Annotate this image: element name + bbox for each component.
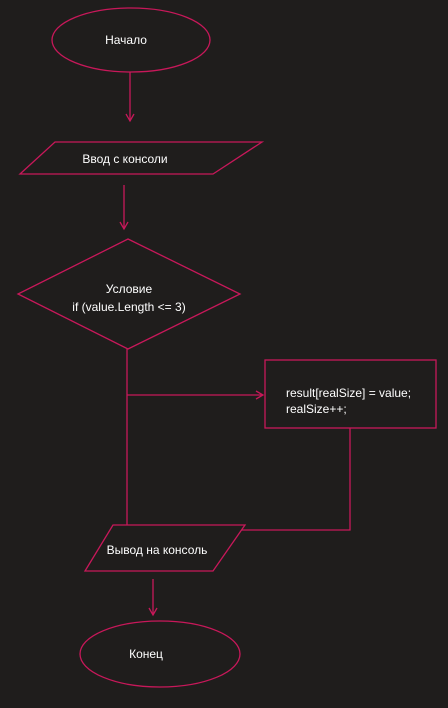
input-parallelogram (18, 141, 265, 175)
process-rect (264, 359, 437, 429)
end-ellipse (79, 620, 241, 688)
arrow-condition-to-process (127, 390, 265, 400)
process-label-line2: realSize++; (286, 402, 347, 416)
start-node: Начало (51, 7, 211, 73)
start-label: Начало (105, 33, 147, 47)
process-label-line1: result[realSize] = value; (286, 386, 411, 400)
arrow-input-to-condition (119, 185, 129, 231)
end-label: Конец (129, 647, 163, 661)
condition-label-line2: if (value.Length <= 3) (72, 300, 185, 314)
input-node: Ввод с консоли (18, 141, 265, 175)
condition-label-line1: Условие (106, 282, 153, 296)
input-label: Ввод с консоли (82, 152, 167, 166)
arrow-start-to-input (125, 72, 135, 123)
arrow-output-to-end (148, 579, 158, 617)
end-node: Конец (79, 620, 241, 688)
output-node: Вывод на консоль (83, 524, 247, 572)
condition-diamond (16, 238, 242, 350)
start-ellipse (51, 7, 211, 73)
line-process-to-output (236, 428, 351, 531)
output-label: Вывод на консоль (107, 543, 208, 557)
output-parallelogram (83, 524, 247, 572)
condition-node: Условие if (value.Length <= 3) (16, 238, 242, 350)
process-node: result[realSize] = value; realSize++; (264, 359, 437, 429)
